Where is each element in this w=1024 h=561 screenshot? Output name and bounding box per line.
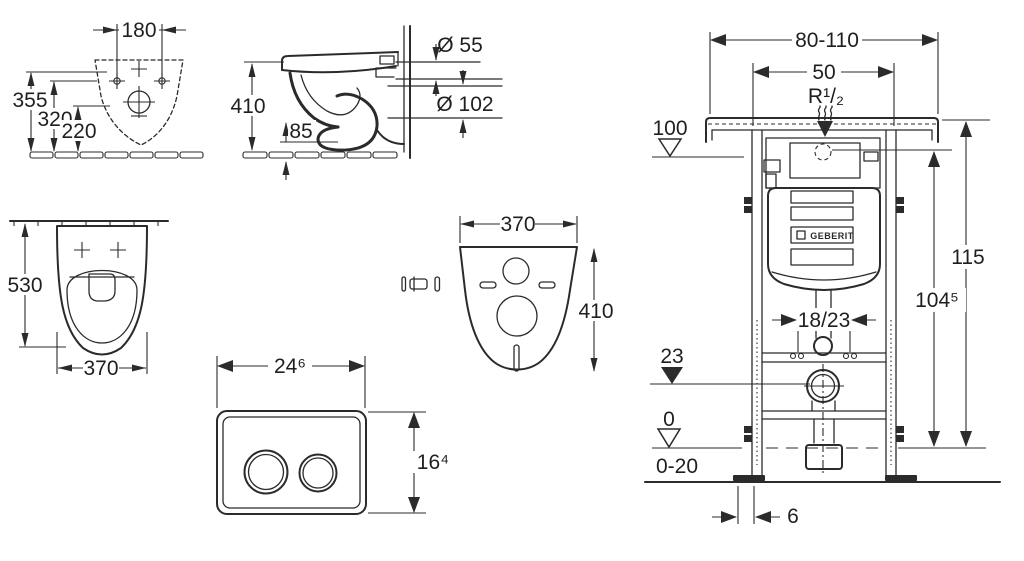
pad-outline (459, 246, 578, 371)
label-0: 0 (663, 408, 675, 431)
label-180: 180 (121, 19, 156, 42)
seat-ring (66, 269, 138, 344)
view-mounting-top: 180 355 320 220 (12, 19, 204, 159)
pad-hole-large (496, 295, 538, 337)
inner-bowl-shape (88, 273, 116, 302)
dim-370-plan: 370 (56, 332, 148, 380)
label-r12: R¹/₂ (808, 85, 844, 108)
level-triangle-open-0 (656, 428, 682, 449)
label-d55: Ø 55 (437, 34, 483, 57)
level-triangle-filled (661, 367, 683, 384)
dim-80-110: 80-110 (709, 29, 939, 114)
water-connection: R¹/₂ (808, 85, 844, 137)
drain-connection (804, 364, 844, 474)
toilet-side-outline (281, 51, 405, 152)
dim-85: 85 (280, 120, 338, 143)
label-220: 220 (61, 120, 96, 143)
label-85: 85 (289, 120, 312, 143)
flush-plate-outline (216, 410, 367, 515)
dim-50: 50 (752, 61, 895, 126)
view-insulation-pad: 370 410 (401, 213, 614, 372)
water-arrow-icon (817, 121, 833, 137)
dim-355: 355 (12, 71, 107, 152)
view-flush-plate: 24⁶ 16⁴ (216, 354, 455, 515)
dim-410-side: 410 (230, 61, 284, 151)
label-530: 530 (7, 274, 42, 297)
label-23: 23 (660, 345, 683, 368)
label-50: 50 (812, 61, 835, 84)
frame-foot-right (885, 475, 917, 481)
label-0-20: 0-20 (656, 455, 698, 478)
dim-164: 16⁴ (368, 411, 455, 514)
cross-member-upper (761, 352, 887, 363)
dim-370-pad: 370 (459, 213, 578, 243)
label-370-plan: 370 (83, 357, 118, 380)
dim-180: 180 (93, 19, 186, 76)
label-246: 24⁶ (274, 355, 306, 378)
label-370-pad: 370 (500, 213, 535, 236)
outlet-box (805, 444, 843, 470)
label-18-23: 18/23 (798, 309, 851, 332)
label-1045: 104⁵ (915, 289, 959, 312)
level-triangle-open (657, 138, 683, 158)
view-plan: 530 370 (7, 220, 169, 380)
cistern: GEBERIT (767, 187, 881, 291)
label-410-pad: 410 (578, 300, 613, 323)
dim-410-pad: 410 (577, 248, 614, 372)
dim-246: 24⁶ (216, 354, 366, 408)
flush-button-small (298, 453, 338, 493)
mounting-template-outline (94, 59, 184, 146)
floor-tiles-side (242, 151, 398, 159)
floor-tiles (29, 151, 204, 159)
dim-115: 115 (942, 119, 992, 447)
flush-elbow-circle (813, 336, 833, 356)
frame-rails (751, 129, 897, 477)
plan-crosshairs (74, 242, 126, 258)
level-0: 0 0-20 (652, 408, 986, 478)
level-100: 100 (652, 117, 744, 158)
label-115: 115 (951, 246, 984, 269)
water-squiggle-icon (817, 105, 833, 121)
dim-1045: 104⁵ (908, 151, 966, 447)
dim-pipes: Ø 55 Ø 102 (387, 34, 503, 138)
fixing-hardware-icon (401, 276, 441, 292)
brand-logo-icon (796, 230, 806, 240)
label-d102: Ø 102 (436, 93, 493, 116)
label-80-110: 80-110 (795, 29, 859, 52)
pad-hole-small (502, 257, 530, 285)
upper-mounting-box (763, 137, 952, 189)
bowl-outer-outline (56, 225, 148, 356)
label-164: 16⁴ (417, 451, 449, 474)
flush-button-large (243, 449, 289, 495)
label-410-side: 410 (230, 95, 265, 118)
view-side: 410 85 Ø 55 Ø 102 (230, 25, 503, 180)
fixing-hole-crosshairs (109, 61, 170, 118)
wall-ticks (13, 221, 159, 226)
view-frame: 80-110 50 R¹/₂ 100 (644, 29, 1001, 528)
dim-18-23: 18/23 (772, 308, 876, 360)
dim-220: 220 (61, 105, 110, 152)
brand-label: GEBERIT (810, 231, 854, 241)
label-355: 355 (12, 89, 47, 112)
label-6: 6 (787, 505, 799, 528)
dim-530: 530 (7, 223, 66, 348)
rail-clips (744, 197, 904, 442)
level-23: 23 (650, 345, 810, 385)
frame-foot-left (733, 475, 765, 481)
dim-6: 6 (712, 486, 799, 528)
label-100: 100 (652, 117, 687, 140)
cross-member-lower (761, 410, 887, 420)
